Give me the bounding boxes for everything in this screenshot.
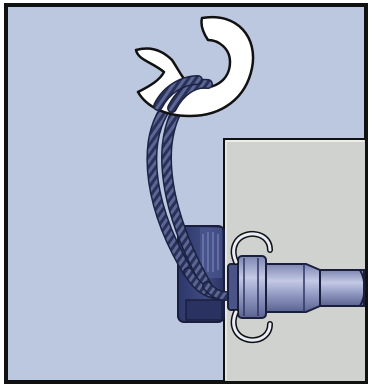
hook-cable-connector-illustration [0, 0, 372, 387]
illustration-stage [0, 0, 372, 387]
